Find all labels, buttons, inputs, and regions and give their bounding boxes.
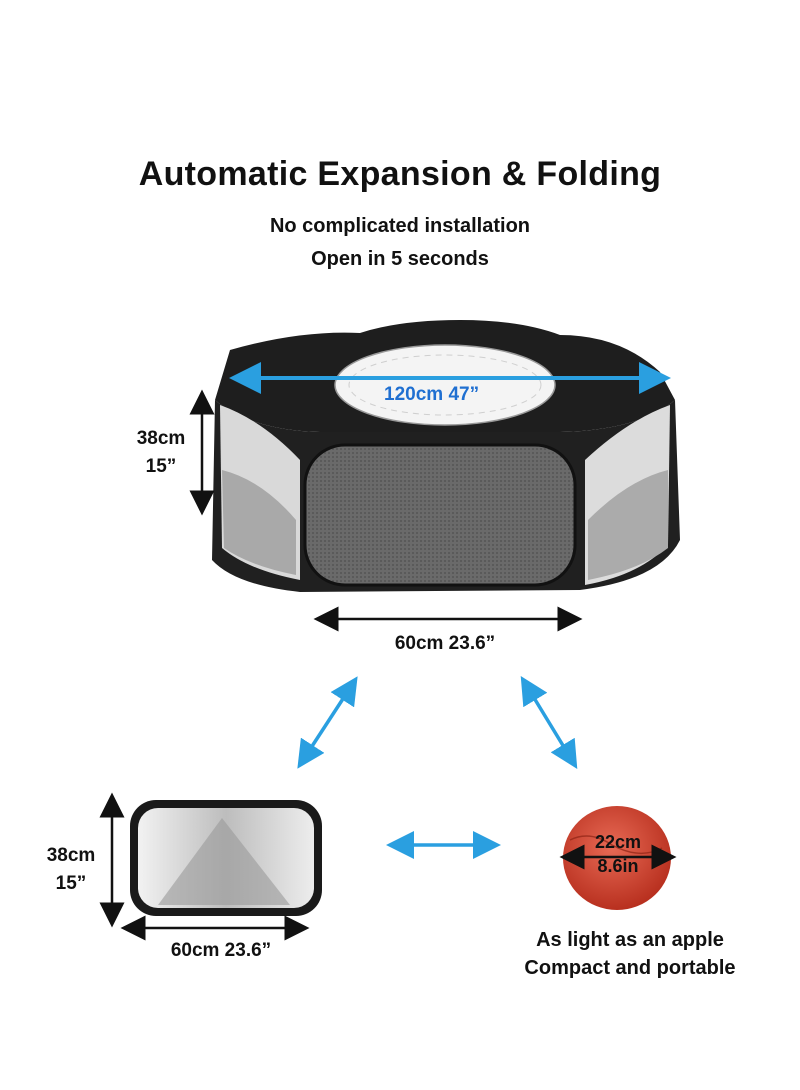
page-title: Automatic Expansion & Folding — [138, 155, 662, 193]
folded-base-label: 60cm 23.6” — [170, 940, 272, 961]
subtitle-open-time: Open in 5 seconds — [311, 248, 489, 270]
bag-size-in: 8.6in — [597, 856, 639, 876]
expanded-height-label: 38cm 15” — [130, 425, 192, 481]
bag-size-cm: 22cm — [594, 832, 642, 852]
transition-arrow-right — [520, 676, 578, 769]
folded-height-cm: 38cm — [46, 845, 96, 866]
width-label: 120cm 47” — [384, 384, 480, 405]
bag-caption-portable: Compact and portable — [524, 957, 736, 979]
subtitle-installation: No complicated installation — [269, 215, 531, 237]
folded-playpen — [99, 792, 322, 941]
expanded-height-cm: 38cm — [136, 428, 186, 449]
bag-size-label: 22cm 8.6in — [582, 830, 654, 878]
folded-height-label: 38cm 15” — [38, 842, 104, 898]
front-mesh-panel — [303, 443, 577, 587]
expanded-base-label: 60cm 23.6” — [394, 633, 496, 654]
folded-height-in: 15” — [55, 873, 87, 894]
bag-caption-light: As light as an apple — [536, 929, 724, 951]
bag-caption: As light as an apple Compact and portabl… — [480, 926, 780, 982]
expanded-height-in: 15” — [145, 456, 177, 477]
transition-arrow-left — [297, 676, 358, 769]
expanded-playpen — [189, 320, 680, 632]
storage-bag — [559, 806, 677, 910]
